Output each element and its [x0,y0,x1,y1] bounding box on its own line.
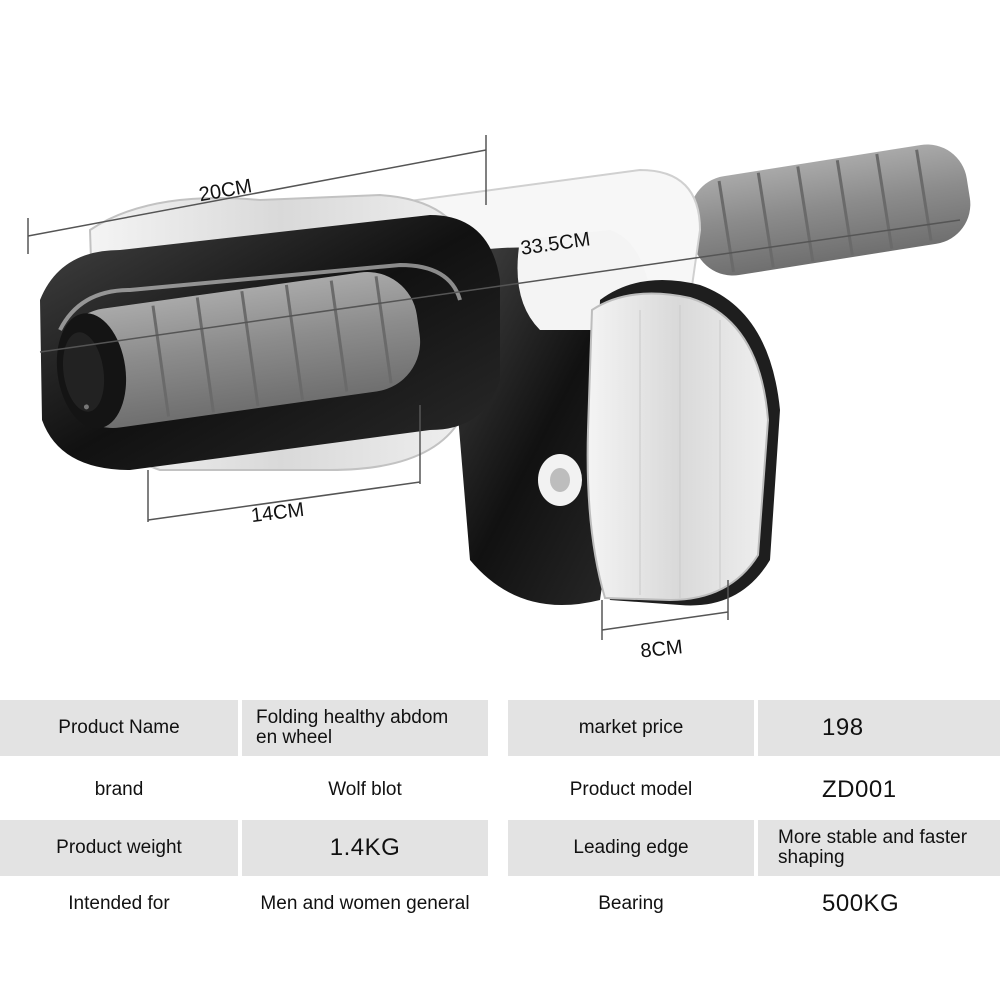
spec-value-product-name: Folding healthy abdom en wheel [256,707,449,748]
right-wheel [586,280,780,606]
spec-label-intended-for: Intended for [68,893,170,914]
spec-label-bearing: Bearing [598,893,664,914]
spec-value-leading-edge: More stable and faster shaping [778,827,968,868]
spec-row-brand: brand Wolf blot Product model ZD001 [0,762,1000,818]
spec-label-product-weight: Product weight [56,837,182,858]
dimension-handle-length-label: 14CM [250,499,306,527]
spec-label-product-model: Product model [569,779,693,800]
spec-label-leading-edge: Leading edge [573,837,689,858]
spec-row-name: Product Name Folding healthy abdom en wh… [0,700,1000,756]
spec-value-intended-for: Men and women general [260,893,470,914]
dimension-wheel-width-label: 8CM [639,636,683,662]
spec-value-bearing: 500KG [822,890,900,917]
dimension-wheel-width: 8CM [601,580,729,663]
product-illustration: 33.5CM 20CM 14CM 8CM [27,135,971,663]
spec-value-product-model: ZD001 [822,776,897,803]
spec-table: Product Name Folding healthy abdom en wh… [0,700,1000,930]
spec-label-product-name: Product Name [58,717,180,738]
spec-value-brand: Wolf blot [328,779,402,800]
spec-label-brand: brand [94,779,144,800]
spec-value-market-price: 198 [822,714,864,741]
axle-bolt [538,454,582,506]
dimension-total-length: 33.5CM [39,219,961,353]
spec-row-weight: Product weight 1.4KG Leading edge More s… [0,820,1000,876]
spec-row-intended: Intended for Men and women general Beari… [0,876,1000,932]
spec-label-market-price: market price [578,717,684,738]
spec-value-product-weight: 1.4KG [329,834,401,861]
back-handle-grip [689,144,971,276]
